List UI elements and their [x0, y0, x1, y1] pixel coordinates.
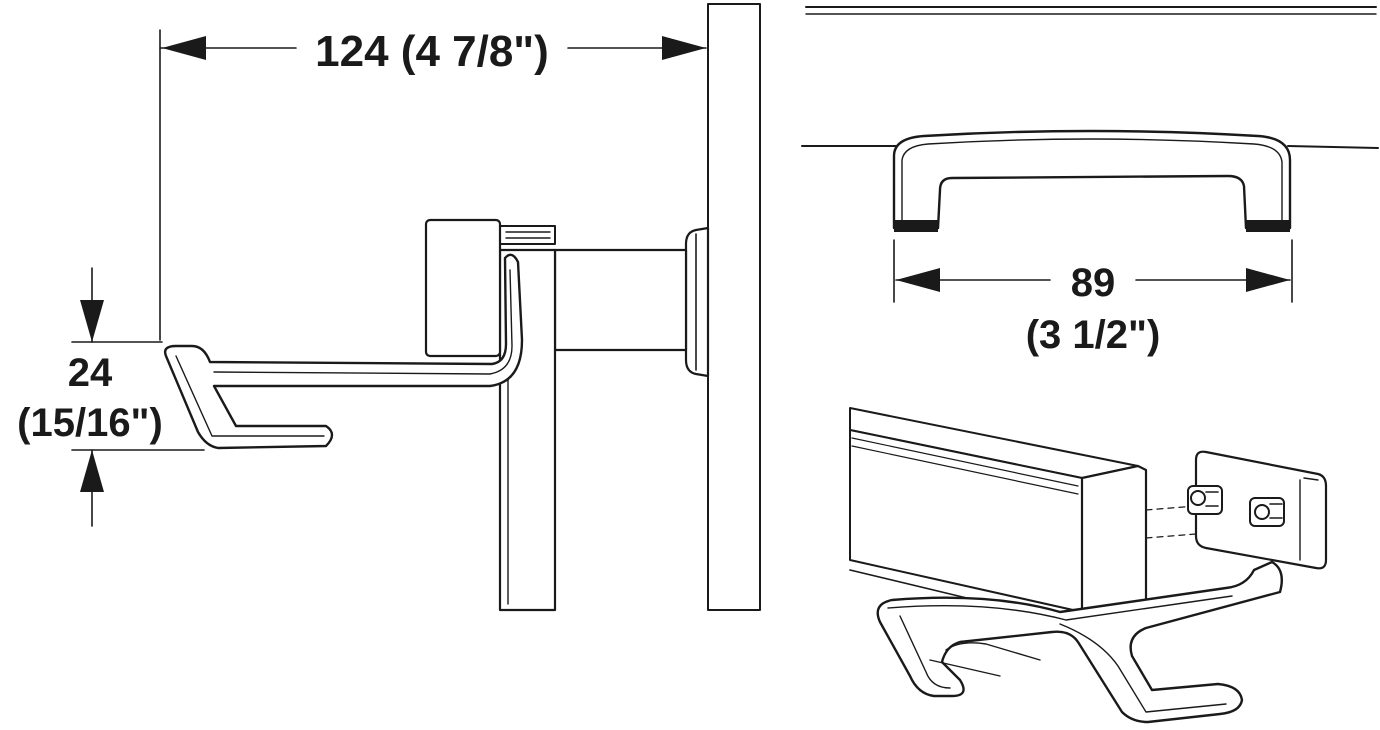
arrowhead-89-right — [1246, 268, 1290, 292]
dimension-89: 89 (3 1/2") — [893, 239, 1293, 357]
dim-label-15-16: (15/16") — [17, 401, 163, 445]
mount-neck — [553, 248, 688, 352]
hook-arm — [163, 253, 524, 450]
wall-panel — [707, 3, 761, 611]
screw-right-icon — [1249, 497, 1285, 527]
post-cap — [499, 225, 556, 245]
dimension-124: 124 (4 7/8") — [159, 27, 707, 341]
perspective-hook — [876, 560, 1283, 724]
top-view-handle — [892, 129, 1292, 230]
dim-label-89: 89 — [1071, 261, 1116, 305]
dim-label-124: 124 (4 7/8") — [315, 27, 549, 76]
mounting-rosette — [684, 226, 710, 378]
top-rail-line — [801, 145, 1379, 149]
arrowhead-89-left — [896, 268, 940, 292]
dim-label-24: 24 — [68, 351, 113, 395]
arrowhead-bottom — [80, 450, 104, 492]
rail-end-block — [424, 218, 502, 358]
dim-label-3-1-2: (3 1/2") — [1026, 313, 1161, 357]
arrowhead-top — [80, 300, 104, 342]
screw-left-icon — [1187, 485, 1223, 515]
rail-beam-end — [1080, 464, 1148, 614]
side-view: 124 (4 7/8") 24 (15/16") — [17, 3, 761, 612]
top-view: 89 (3 1/2") — [801, 6, 1379, 357]
dimension-24: 24 (15/16") — [17, 267, 205, 527]
perspective-view — [849, 407, 1328, 724]
arrowhead-right — [662, 36, 706, 60]
arrowhead-left — [162, 36, 206, 60]
